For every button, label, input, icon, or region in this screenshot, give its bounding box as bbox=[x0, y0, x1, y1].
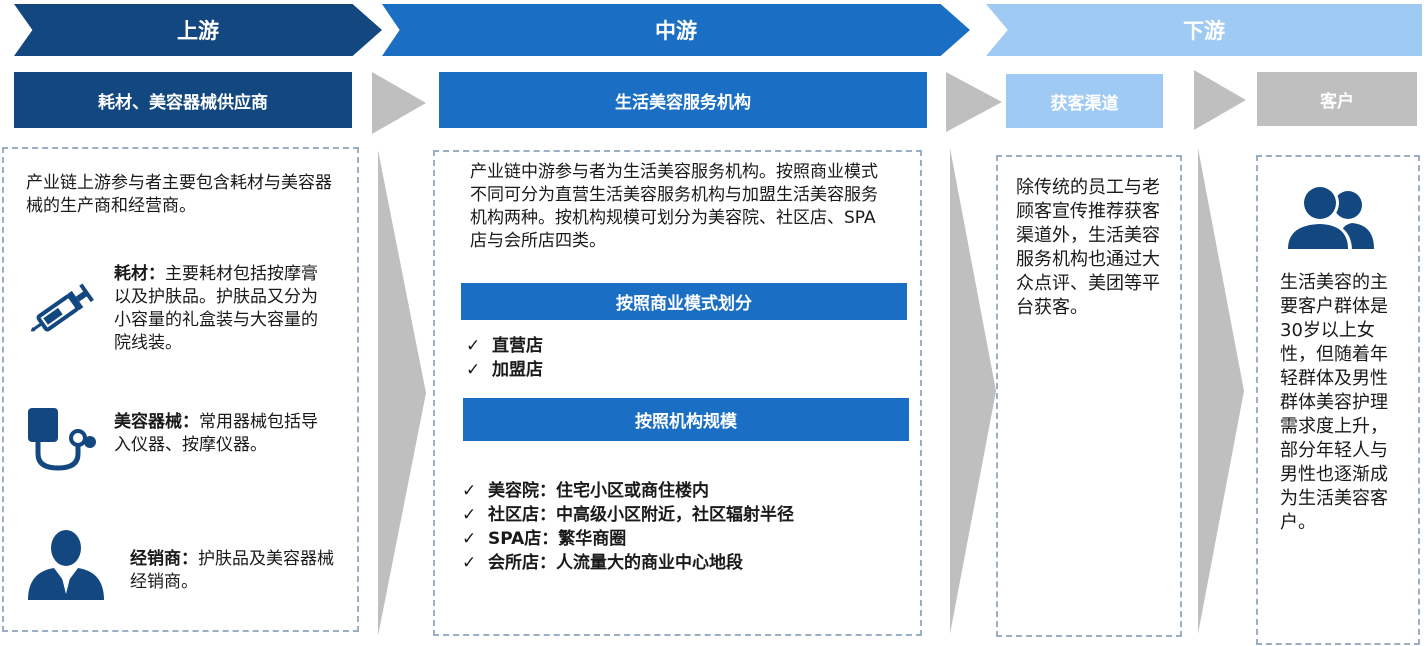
flow-arrow-head bbox=[946, 72, 1002, 132]
channel-panel bbox=[996, 155, 1182, 637]
category-channel-header: 获客渠道 bbox=[1006, 74, 1163, 128]
syringe-icon bbox=[24, 278, 100, 342]
businessman-icon bbox=[26, 528, 106, 600]
check-icon: ✓ bbox=[462, 481, 477, 501]
midstream-panel bbox=[433, 150, 922, 636]
list-item: ✓SPA店：繁华商圈 bbox=[462, 529, 627, 549]
users-icon bbox=[1282, 183, 1380, 253]
stage-upstream: 上游 bbox=[14, 4, 382, 56]
flow-arrow-head bbox=[1194, 70, 1246, 130]
flow-arrow bbox=[378, 150, 426, 636]
category-upstream-header: 耗材、美容器械供应商 bbox=[14, 72, 352, 128]
upstream-item-distributor: 经销商：护肤品及美容器械经销商。 bbox=[130, 549, 334, 592]
customer-text: 生活美容的主要客户群体是30岁以上女性，但随着年轻群体及男性群体美容护理需求度上… bbox=[1280, 272, 1388, 533]
section-scale-title: 按照机构规模 bbox=[463, 398, 909, 441]
check-icon: ✓ bbox=[466, 336, 481, 356]
list-item: ✓社区店：中高级小区附近，社区辐射半径 bbox=[462, 505, 794, 525]
stage-midstream: 中游 bbox=[382, 4, 970, 56]
list-item: ✓美容院：住宅小区或商住楼内 bbox=[462, 481, 709, 501]
stethoscope-icon bbox=[24, 406, 104, 476]
list-item: ✓会所店：人流量大的商业中心地段 bbox=[462, 553, 743, 573]
scale-list: ✓美容院：住宅小区或商住楼内 ✓社区店：中高级小区附近，社区辐射半径 ✓SPA店… bbox=[462, 479, 902, 575]
category-customer-header: 客户 bbox=[1257, 72, 1417, 126]
check-icon: ✓ bbox=[466, 360, 481, 380]
section-business-model-title: 按照商业模式划分 bbox=[461, 283, 907, 320]
check-icon: ✓ bbox=[462, 505, 477, 525]
upstream-item-equipment: 美容器械：常用器械包括导入仪器、按摩仪器。 bbox=[114, 412, 318, 455]
flow-arrow bbox=[1198, 148, 1244, 634]
business-model-list: ✓直营店 ✓加盟店 bbox=[466, 334, 886, 382]
list-item: ✓直营店 bbox=[466, 336, 543, 356]
list-item: ✓加盟店 bbox=[466, 360, 543, 380]
stage-downstream: 下游 bbox=[986, 4, 1422, 56]
upstream-item-consumables: 耗材：主要耗材包括按摩膏以及护肤品。护肤品又分为小容量的礼盒装与大容量的院线装。 bbox=[114, 264, 318, 353]
customer-panel bbox=[1256, 155, 1420, 645]
upstream-intro: 产业链上游参与者主要包含耗材与美容器械的生产商和经营商。 bbox=[26, 173, 332, 216]
flow-arrow bbox=[950, 148, 996, 634]
check-icon: ✓ bbox=[462, 529, 477, 549]
category-midstream-header: 生活美容服务机构 bbox=[439, 72, 927, 128]
flow-arrow-head bbox=[372, 72, 426, 134]
channel-text: 除传统的员工与老顾客宣传推荐获客渠道外，生活美容服务机构也通过大众点评、美团等平… bbox=[1016, 177, 1160, 318]
midstream-intro: 产业链中游参与者为生活美容服务机构。按照商业模式不同可分为直营生活美容服务机构与… bbox=[470, 162, 878, 251]
check-icon: ✓ bbox=[462, 553, 477, 573]
